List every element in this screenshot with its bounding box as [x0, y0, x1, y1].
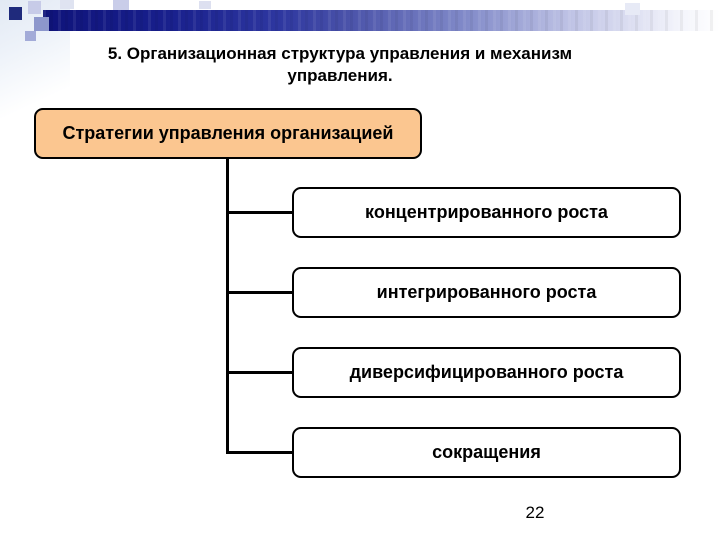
deco-square-small [25, 31, 36, 41]
deco-square-faint-right [625, 3, 640, 15]
slide-title-line-1: 5. Организационная структура управления … [107, 44, 573, 63]
connector-branch-1 [226, 211, 292, 214]
page-number: 22 [525, 503, 545, 522]
deco-square-faint-3 [199, 1, 211, 9]
deco-square-dark [9, 7, 22, 20]
deco-square-medium [34, 17, 49, 31]
deco-square-faint-2 [113, 0, 129, 10]
header-gradient-bar [43, 10, 720, 31]
connector-branch-4 [226, 451, 292, 454]
diagram-child-box-3: диверсифицированного роста [292, 347, 681, 398]
diagram-root-label: Стратегии управления организацией [62, 123, 394, 143]
connector-trunk [226, 159, 229, 454]
diagram-child-box-2: интегрированного роста [292, 267, 681, 318]
diagram-child-label-4: сокращения [432, 442, 541, 462]
connector-branch-3 [226, 371, 292, 374]
diagram-child-box-4: сокращения [292, 427, 681, 478]
diagram-root-box: Стратегии управления организацией [34, 108, 422, 159]
deco-square-faint-1 [60, 0, 74, 9]
diagram-child-label-2: интегрированного роста [376, 282, 597, 302]
slide-title: 5. Организационная структура управления … [40, 43, 640, 87]
connector-branch-2 [226, 291, 292, 294]
deco-square-lavender [28, 1, 41, 14]
diagram-child-label-3: диверсифицированного роста [349, 362, 624, 382]
diagram-child-label-1: концентрированного роста [365, 202, 608, 222]
slide-title-line-2: управления. [287, 66, 393, 85]
diagram-child-box-1: концентрированного роста [292, 187, 681, 238]
